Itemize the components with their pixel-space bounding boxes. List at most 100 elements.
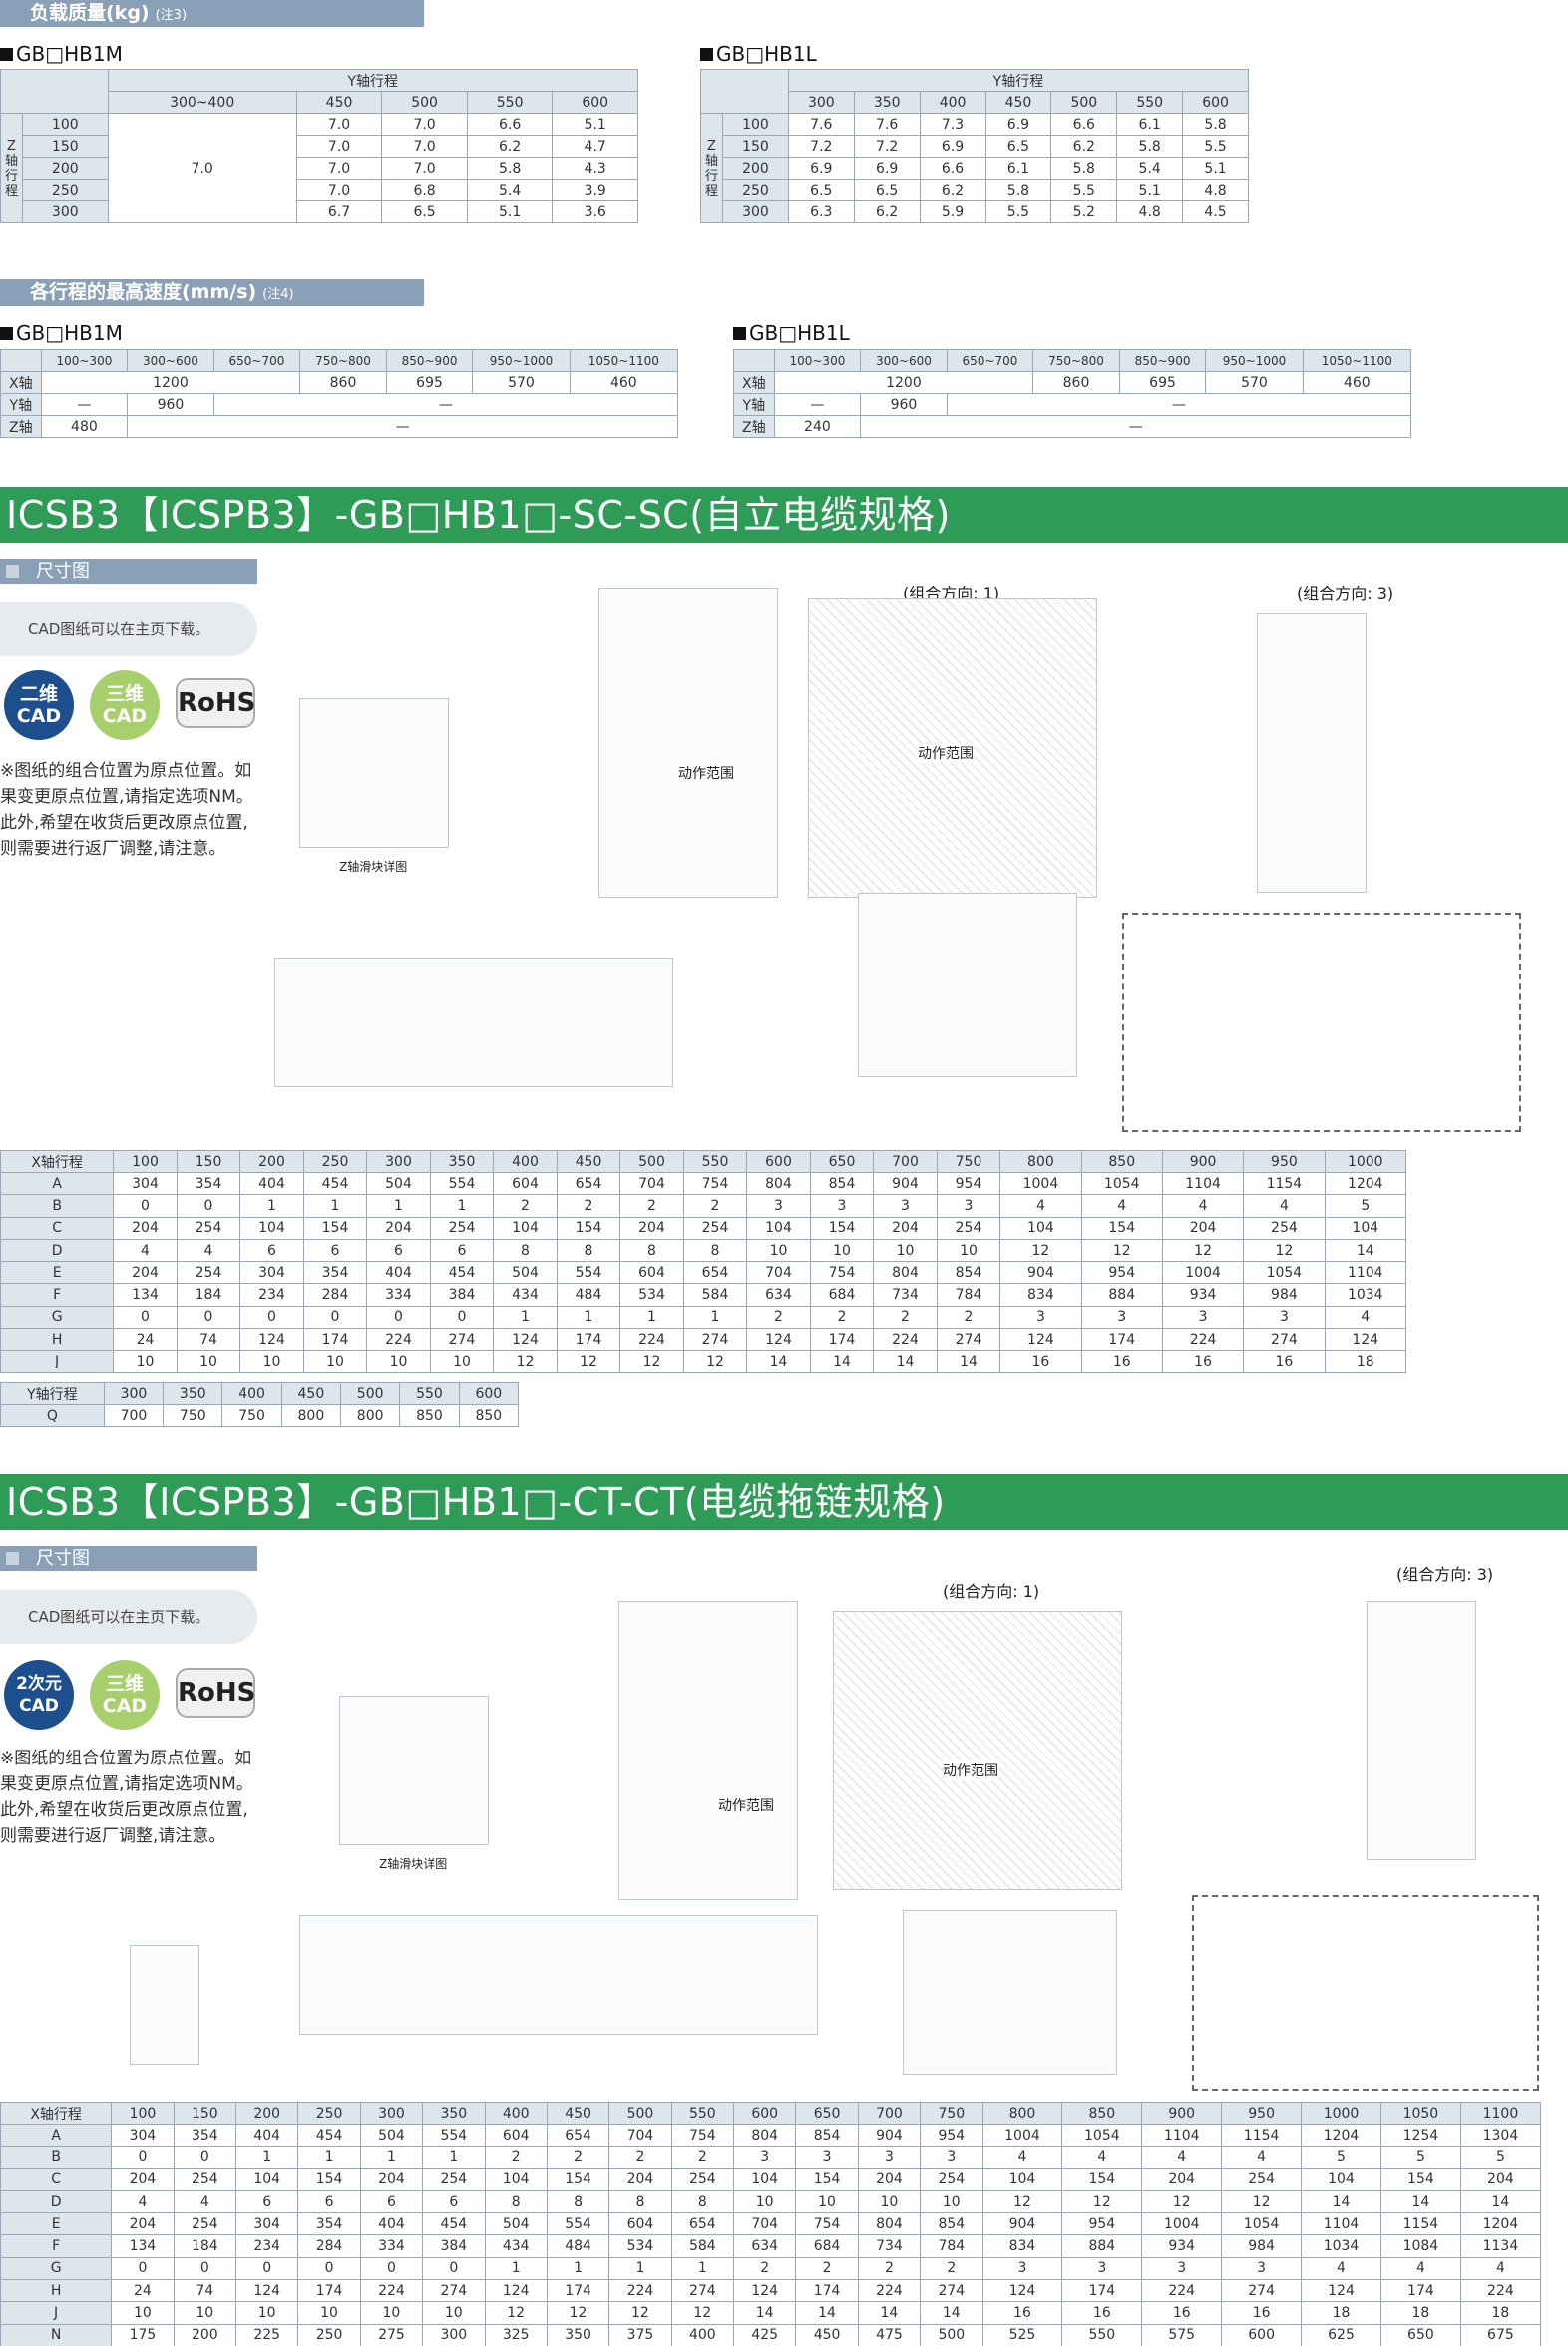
table-cell: 3: [746, 1194, 811, 1218]
cad-3d-icon: 三维 CAD: [90, 670, 160, 740]
table-cell: 500: [1050, 91, 1118, 114]
table-cell: 7.0: [381, 135, 468, 158]
table-cell: 1: [619, 1305, 684, 1330]
table-cell: 274: [936, 1328, 1001, 1352]
table-cell: 900: [1161, 1150, 1245, 1173]
table-cell: 454: [429, 1261, 495, 1285]
table-cell: 14: [1459, 2189, 1542, 2214]
table-cell: 1104: [1301, 2212, 1381, 2236]
table-cell: 10: [422, 2301, 486, 2325]
table-cell: 854: [795, 2123, 859, 2148]
table-cell: 10: [873, 1238, 938, 1263]
table-cell: 10: [239, 1350, 304, 1373]
table-cell: 16: [1080, 1350, 1163, 1373]
table-cell: 634: [732, 2234, 797, 2258]
zslider-label-2: Z轴滑块详图: [379, 1857, 448, 1871]
table-cell: 2: [795, 2256, 859, 2281]
table-cell: 500: [340, 1382, 401, 1405]
table-cell: 174: [546, 2279, 610, 2303]
table-cell: 4: [1161, 1194, 1245, 1218]
table-cell: X轴行程: [0, 1150, 115, 1173]
table-cell: 5.8: [1116, 135, 1184, 158]
table-cell: 1084: [1379, 2234, 1461, 2258]
table-cell: 450: [546, 2102, 610, 2125]
table-cell: 950~1000: [472, 349, 571, 372]
table-cell: 584: [670, 2234, 735, 2258]
table-cell: 12: [608, 2301, 672, 2325]
table-cell: 7.0: [295, 135, 383, 158]
table-cell: 14: [1379, 2189, 1461, 2214]
table-cell: 204: [1161, 1216, 1245, 1240]
table-cell: [700, 69, 789, 114]
table-cell: 104: [484, 2167, 548, 2191]
table-cell: 1054: [1080, 1171, 1163, 1196]
table-cell: C: [0, 1216, 115, 1240]
table-cell: 954: [1080, 1261, 1163, 1285]
dir3-label: (组合方向: 3): [1297, 585, 1394, 603]
table-cell: H: [0, 2279, 113, 2303]
table-cell: 3.6: [552, 200, 638, 223]
table-cell: 695: [385, 371, 474, 394]
table-cell: 8: [670, 2189, 735, 2214]
table-cell: 10: [302, 1350, 368, 1373]
table-cell: 154: [809, 1216, 875, 1240]
table-cell: 204: [113, 1261, 178, 1285]
table-cell: 224: [1459, 2279, 1542, 2303]
table-cell: 3: [795, 2146, 859, 2169]
top-view-drawing-2: [833, 1611, 1122, 1890]
table-cell: 16: [1161, 1350, 1245, 1373]
table-cell: 350: [853, 91, 921, 114]
table-cell: 0: [113, 1194, 178, 1218]
table-cell: 3: [857, 2146, 922, 2169]
table-cell: 884: [1080, 1283, 1163, 1307]
table-cell: 950: [1221, 2102, 1303, 2125]
table-cell: 700: [857, 2102, 922, 2125]
table-cell: 654: [670, 2212, 735, 2236]
table-cell: 5.1: [466, 200, 554, 223]
table-cell: 4: [1221, 2146, 1303, 2169]
table-cell: 900: [1141, 2102, 1223, 2125]
table-cell: 1: [670, 2256, 735, 2281]
table-cell: 400: [221, 1382, 282, 1405]
table-cell: 1: [546, 2256, 610, 2281]
table-cell: 300~600: [127, 349, 214, 372]
table-cell: 1: [429, 1194, 495, 1218]
table-cell: 0: [176, 1305, 241, 1330]
table-cell: 6.1: [984, 157, 1052, 180]
table-cell: 204: [111, 2212, 175, 2236]
table-cell: X轴: [0, 371, 42, 394]
table-cell: 304: [239, 1261, 304, 1285]
table-cell: 0: [113, 1305, 178, 1330]
table-cell: J: [0, 2301, 113, 2325]
table-cell: 18: [1324, 1350, 1407, 1373]
table-cell: 0: [429, 1305, 495, 1330]
table-cell: 650: [809, 1150, 875, 1173]
table-cell: 184: [173, 2234, 237, 2258]
table-cell: 804: [857, 2212, 922, 2236]
table-cell: 6.5: [853, 179, 921, 201]
table-cell: Q: [0, 1403, 105, 1428]
table-cell: 104: [1324, 1216, 1407, 1240]
table-cell: C: [0, 2167, 113, 2191]
table-cell: 100: [22, 113, 109, 136]
table-cell: 204: [608, 2167, 672, 2191]
table-cell: 124: [239, 1328, 304, 1352]
table-cell: 800: [999, 1150, 1082, 1173]
table-cell: 5.2: [1050, 200, 1118, 223]
front-view-drawing-2: [618, 1601, 798, 1900]
table-cell: 124: [999, 1328, 1082, 1352]
hole-detail-drawings: [274, 958, 673, 1087]
table-cell: 10: [113, 1350, 178, 1373]
table-cell: 184: [176, 1283, 241, 1307]
table-cell: 274: [670, 2279, 735, 2303]
table-cell: 300: [22, 200, 109, 223]
table-cell: 434: [493, 1283, 558, 1307]
table-cell: 10: [429, 1350, 495, 1373]
table-cell: 10: [936, 1238, 1001, 1263]
table-cell: 2: [936, 1305, 1001, 1330]
